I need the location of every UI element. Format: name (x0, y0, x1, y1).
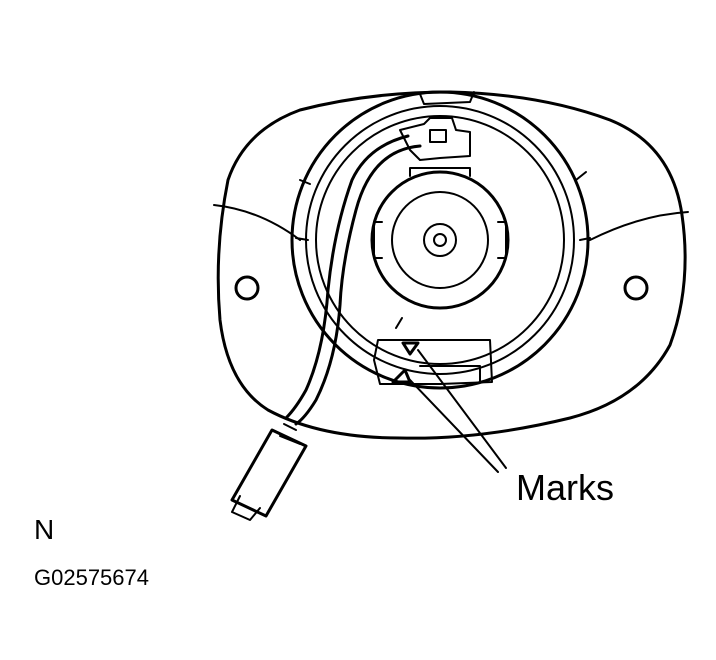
pad-seam-left (213, 204, 301, 241)
spiral-cable-inner-ring (315, 115, 565, 365)
top-connector (399, 117, 471, 161)
ring-notch-right (575, 171, 591, 241)
steering-pad-housing (216, 90, 687, 440)
mounting-hole-left (234, 275, 260, 301)
rotor-center-dot (433, 233, 447, 247)
callout-leader-upper (417, 349, 507, 469)
ring-notch-left (295, 179, 311, 241)
spiral-cable-outer-ring (290, 90, 590, 390)
alignment-mark-lower (391, 368, 412, 384)
alignment-mark-upper (401, 341, 420, 356)
lower-bracket (373, 317, 493, 385)
wire-connector-tip (231, 495, 261, 521)
ring-notch-top (419, 91, 475, 105)
figure-code: G02575674 (34, 565, 149, 590)
rotor-hub-outer (370, 170, 510, 310)
wire-harness-outer (294, 144, 422, 426)
top-connector-detail (429, 129, 447, 143)
pad-seam-right (589, 211, 689, 241)
rotor-hub-inner (391, 191, 489, 289)
wire-connector-plug (230, 428, 308, 518)
wire-harness-inner (284, 134, 410, 420)
rotor-center-ring (423, 223, 457, 257)
callout-leader-lower (409, 379, 499, 473)
marks-label: Marks (516, 467, 614, 508)
hub-tab-left (373, 221, 383, 259)
lower-bracket-slot (419, 365, 481, 383)
hub-tab-top (409, 167, 471, 177)
hub-tab-right (497, 221, 507, 259)
spiral-cable-mid-ring (305, 105, 575, 375)
wire-connector-ribs (279, 423, 301, 445)
orientation-letter: N (34, 514, 54, 545)
mounting-hole-right (623, 275, 649, 301)
